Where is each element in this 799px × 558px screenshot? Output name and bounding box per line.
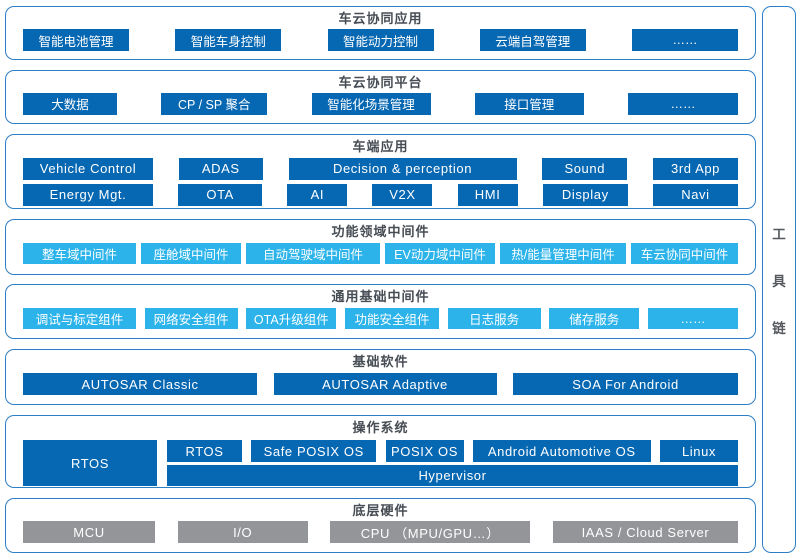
layer-item: 智能化场景管理 — [311, 92, 431, 115]
layer-item: 自动驾驶域中间件 — [246, 243, 380, 265]
layer-item: Decision & perception — [288, 157, 517, 180]
layer-title: 底层硬件 — [352, 502, 409, 518]
layer-item: 日志服务 — [447, 308, 541, 330]
layer-item: RTOS — [167, 440, 242, 463]
layer-item: IAAS / Cloud Server — [552, 521, 738, 544]
os-right-column: RTOS Safe POSIX OS POSIX OS Android Auto… — [167, 440, 738, 487]
layer-title: 车端应用 — [352, 138, 409, 154]
layer-item: OTA — [178, 183, 263, 206]
layer-item: 3rd App — [653, 157, 738, 180]
layer-vehicle-cloud-platform: 车云协同平台 大数据 CP / SP 聚合 智能化场景管理 接口管理 …… — [5, 69, 756, 124]
layer-item: Navi — [652, 183, 738, 206]
layer-item-ellipsis: …… — [647, 308, 738, 330]
toolchain-bar: 工 具 链 — [762, 6, 796, 553]
layer-item: CPU （MPU/GPU…） — [330, 521, 531, 544]
layer-item: OTA升级组件 — [246, 308, 337, 330]
layer-item: 大数据 — [23, 92, 117, 115]
layer-vehicle-cloud-apps: 车云协同应用 智能电池管理 智能车身控制 智能动力控制 云端自驾管理 …… — [5, 6, 756, 60]
layer-title: 通用基础中间件 — [331, 289, 430, 305]
layer-rows: Vehicle Control ADAS Decision & percepti… — [23, 157, 738, 206]
layer-item-ellipsis: …… — [632, 29, 738, 51]
layer-items-row: RTOS Safe POSIX OS POSIX OS Android Auto… — [167, 440, 738, 463]
layer-item: Vehicle Control — [23, 157, 153, 180]
layer-item: 智能动力控制 — [327, 29, 434, 51]
layer-item: EV动力域中间件 — [385, 243, 495, 265]
layer-item: 智能电池管理 — [23, 29, 129, 51]
layer-item: V2X — [372, 183, 433, 206]
layer-items-row: AUTOSAR Classic AUTOSAR Adaptive SOA For… — [23, 371, 738, 397]
layer-common-middleware: 通用基础中间件 调试与标定组件 网络安全组件 OTA升级组件 功能安全组件 日志… — [5, 284, 756, 340]
layer-items-row: MCU I/O CPU （MPU/GPU…） IAAS / Cloud Serv… — [23, 520, 738, 545]
layer-items-row: 整车域中间件 座舱域中间件 自动驾驶域中间件 EV动力域中间件 热/能量管理中间… — [23, 241, 738, 267]
rtos-main-block: RTOS — [23, 440, 157, 487]
layer-item: 储存服务 — [549, 308, 640, 330]
layer-title: 基础软件 — [352, 354, 409, 370]
layer-title: 功能领域中间件 — [331, 223, 430, 239]
layer-item: MCU — [23, 521, 155, 544]
layer-item: Safe POSIX OS — [251, 440, 377, 463]
toolchain-char: 链 — [772, 320, 786, 336]
layer-item: 热/能量管理中间件 — [500, 243, 626, 265]
layer-item: AI — [287, 183, 348, 206]
layer-item: Android Automotive OS — [472, 440, 651, 463]
layer-basic-software: 基础软件 AUTOSAR Classic AUTOSAR Adaptive SO… — [5, 349, 756, 406]
layer-domain-middleware: 功能领域中间件 整车域中间件 座舱域中间件 自动驾驶域中间件 EV动力域中间件 … — [5, 218, 756, 275]
layer-operating-system: 操作系统 RTOS RTOS Safe POSIX OS POSIX OS An… — [5, 415, 756, 489]
layer-item-ellipsis: …… — [628, 92, 738, 115]
layer-item: ADAS — [178, 157, 263, 180]
layer-items-row: 智能电池管理 智能车身控制 智能动力控制 云端自驾管理 …… — [23, 28, 738, 52]
layer-item: AUTOSAR Adaptive — [273, 373, 497, 396]
layer-item: 网络安全组件 — [144, 308, 238, 330]
layer-stack: 车云协同应用 智能电池管理 智能车身控制 智能动力控制 云端自驾管理 …… 车云… — [5, 6, 756, 553]
os-layout: RTOS RTOS Safe POSIX OS POSIX OS Android… — [23, 440, 738, 487]
layer-item: CP / SP 聚合 — [161, 92, 268, 115]
layer-title: 操作系统 — [352, 420, 409, 436]
layer-vehicle-apps: 车端应用 Vehicle Control ADAS Decision & per… — [5, 133, 756, 209]
hypervisor-block: Hypervisor — [167, 465, 738, 487]
layer-item: 座舱域中间件 — [141, 243, 241, 265]
layer-item: HMI — [457, 183, 518, 206]
layer-item: 智能车身控制 — [175, 29, 282, 51]
layer-item: POSIX OS — [385, 440, 464, 463]
layer-title: 车云协同应用 — [338, 11, 423, 26]
toolchain-char: 工 — [772, 226, 786, 242]
layer-item: I/O — [177, 521, 308, 544]
layer-item: SOA For Android — [513, 373, 738, 396]
layer-item: 车云协同中间件 — [631, 243, 738, 265]
layer-items-row: 调试与标定组件 网络安全组件 OTA升级组件 功能安全组件 日志服务 储存服务 … — [23, 306, 738, 331]
layer-item: 调试与标定组件 — [23, 308, 136, 330]
layer-items-row: Vehicle Control ADAS Decision & percepti… — [23, 157, 738, 180]
toolchain-char: 具 — [772, 273, 786, 289]
layer-title: 车云协同平台 — [338, 74, 423, 90]
layer-item: 功能安全组件 — [344, 308, 439, 330]
layer-item: Sound — [542, 157, 628, 180]
layer-items-row: Energy Mgt. OTA AI V2X HMI Display Navi — [23, 183, 738, 206]
layer-item: AUTOSAR Classic — [23, 373, 257, 396]
layer-item: Linux — [660, 440, 738, 463]
layer-items-row: 大数据 CP / SP 聚合 智能化场景管理 接口管理 …… — [23, 92, 738, 116]
layer-item: 接口管理 — [474, 92, 584, 115]
layer-item: Display — [542, 183, 628, 206]
layer-item: 云端自驾管理 — [479, 29, 586, 51]
layer-item: 整车域中间件 — [23, 243, 136, 265]
layer-hardware: 底层硬件 MCU I/O CPU （MPU/GPU…） IAAS / Cloud… — [5, 497, 756, 553]
layer-item: Energy Mgt. — [23, 183, 153, 206]
